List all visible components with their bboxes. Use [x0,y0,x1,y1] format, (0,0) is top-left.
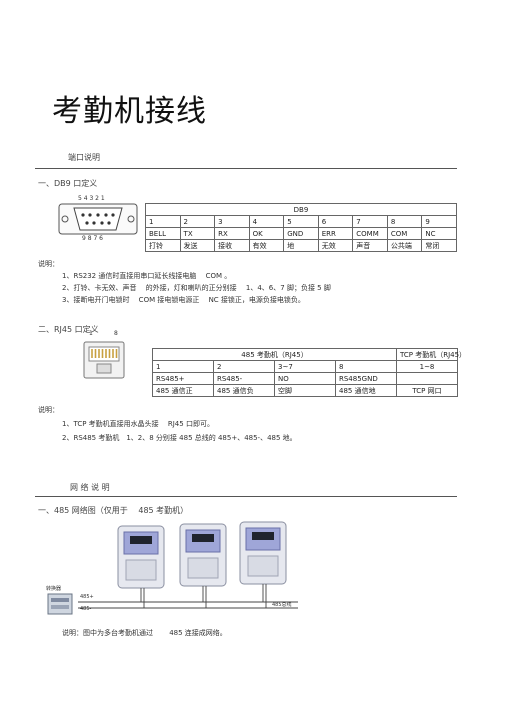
table-cell: 空脚 [274,384,336,397]
table-cell: COMM [352,227,388,240]
rj45-heading: 二、RJ45 口定义 [38,325,99,334]
table-cell: NO [274,372,336,385]
table-cell: 2 [213,360,275,373]
table-cell: 2 [179,215,216,228]
converter-icon [47,593,73,615]
table-cell: 地 [283,239,319,252]
table-row: 485 通信正 485 通信负 空脚 485 通信地 TCP 网口 [152,384,458,397]
page-title: 考勤机接线 [52,94,207,129]
db9-notes-label: 说明： [38,260,59,268]
table-cell: TX [179,227,216,240]
table-cell: BELL [145,227,181,240]
table-cell: 公共端 [386,239,423,252]
table-cell: TCP 网口 [396,384,458,397]
table-row: DB9 [145,203,457,216]
db9-heading: 一、DB9 口定义 [38,179,98,188]
rj45-port-icon: 1 8 [82,330,128,380]
rj45-note: 2、RS485 考勤机 1、2、8 分别接 485 总线的 485+、485-、… [62,434,297,442]
section-heading-network: 网 络 说 明 [70,483,110,492]
table-cell: 5 [283,215,319,228]
table-cell: RS485GND [335,372,397,385]
db9-top-pin-labels: 5 4 3 2 1 [78,195,105,202]
attendance-device-icon [117,525,165,589]
attendance-device-icon [179,523,227,587]
db9-note: 2、打铃、卡无效、声音 的外接，灯和喇叭的正分别接 1、4、6、7 脚；负接 5… [62,284,331,292]
table-cell: GND [283,227,319,240]
table-cell: 1~8 [396,360,458,373]
table-row: BELL TX RX OK GND ERR COMM COM NC [145,227,457,240]
table-row: 打铃 发送 接收 有效 地 无效 声音 公共端 常闭 [145,239,457,252]
table-cell: 发送 [179,239,216,252]
table-cell: RX [214,227,250,240]
table-cell: OK [248,227,285,240]
section-divider [35,496,457,497]
table-row: RS485+ RS485- NO RS485GND [152,372,458,385]
table-cell: 1 [145,215,181,228]
db9-note: 1、RS232 通信时直接用串口延长线接电脑 COM 。 [62,272,232,280]
bus-minus-label: 485- [80,606,92,612]
bus-label: 485总线 [272,602,292,608]
table-row: 1 2 3~7 8 1~8 [152,360,458,373]
table-cell: NC [421,227,457,240]
table-cell: 1 [152,360,214,373]
table-cell: RS485- [213,372,275,385]
table-cell: 无效 [317,239,354,252]
table-cell: 3~7 [274,360,336,373]
section-divider [35,168,457,169]
rj45-pin-label-right: 8 [114,330,118,337]
table-cell: 8 [386,215,423,228]
attendance-device-icon [239,521,287,585]
table-cell: 4 [248,215,285,228]
table-cell: 常闭 [421,239,457,252]
table-cell: 6 [317,215,354,228]
db9-table-title: DB9 [145,203,457,216]
table-cell: 3 [214,215,250,228]
section-heading-ports: 端口说明 [68,153,100,162]
table-cell: 有效 [248,239,285,252]
rj45-table: 485 考勤机（RJ45） TCP 考勤机（RJ45） 1 2 3~7 8 1~… [152,348,466,397]
db9-connector-icon: 5 4 3 2 1 9 8 7 6 [58,195,138,243]
table-cell: ERR [317,227,354,240]
table-cell [396,372,458,385]
db9-table: DB9 1 2 3 4 5 6 7 8 9 BELL TX RX OK GND … [145,203,457,252]
network-caption: 说明：图中为多台考勤机通过 485 连接成网络。 [62,629,227,637]
network-subheading: 一、485 网络图（仅用于 485 考勤机） [38,506,189,515]
table-row: 1 2 3 4 5 6 7 8 9 [145,215,457,228]
db9-bottom-pin-labels: 9 8 7 6 [82,235,103,242]
rj45-header-tcp: TCP 考勤机（RJ45） [396,348,466,361]
table-cell: 9 [421,215,457,228]
table-cell: COM [386,227,423,240]
table-cell: 8 [335,360,397,373]
table-cell: 声音 [352,239,388,252]
rj45-note: 1、TCP 考勤机直接用水晶头接 RJ45 口即可。 [62,420,214,428]
table-cell: 接收 [214,239,250,252]
rj45-pin-label-left: 1 [89,330,93,337]
rj45-notes-label: 说明： [38,406,59,414]
table-cell: 打铃 [145,239,181,252]
table-cell: 485 通信地 [335,384,397,397]
db9-note: 3、接断电开门电锁时 COM 接电锁电源正 NC 接锁正，电源负接电锁负。 [62,296,305,304]
network-diagram [47,521,298,615]
table-cell: 7 [352,215,388,228]
table-cell: 485 通信正 [152,384,214,397]
rj45-header-485: 485 考勤机（RJ45） [152,348,397,361]
table-cell: 485 通信负 [213,384,275,397]
converter-label: 转换器 [46,586,62,592]
bus-plus-label: 485+ [80,594,94,600]
table-cell: RS485+ [152,372,214,385]
table-row: 485 考勤机（RJ45） TCP 考勤机（RJ45） [152,348,466,361]
